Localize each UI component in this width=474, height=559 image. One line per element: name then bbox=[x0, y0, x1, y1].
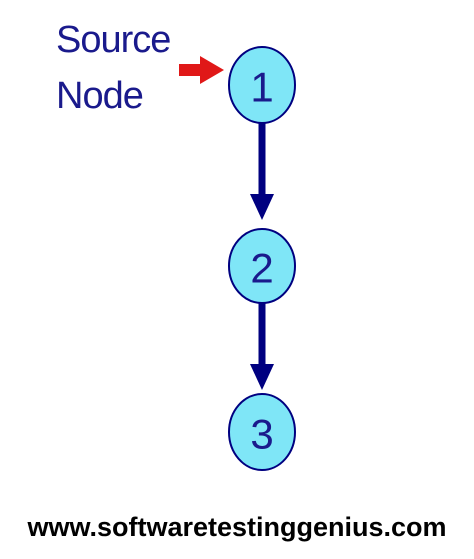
node-2-circle bbox=[228, 228, 296, 304]
source-pointer-arrow-shaft bbox=[179, 64, 203, 76]
edge-1-to-2 bbox=[250, 122, 274, 220]
edge-2-to-3 bbox=[250, 302, 274, 390]
source-label-line2: Node bbox=[56, 75, 143, 117]
node-2: 2 bbox=[228, 228, 296, 304]
footer-url: www.softwaretestinggenius.com bbox=[26, 512, 446, 542]
source-pointer-arrow bbox=[179, 56, 224, 84]
source-pointer-arrow-head bbox=[200, 56, 224, 84]
node-1: 1 bbox=[228, 46, 296, 124]
node-3-circle bbox=[228, 393, 296, 471]
edge-1-to-2-arrowhead bbox=[250, 194, 274, 220]
node-2-label: 2 bbox=[250, 245, 273, 292]
node-3: 3 bbox=[228, 393, 296, 471]
source-label-line1: Source bbox=[56, 19, 170, 61]
node-1-circle bbox=[228, 46, 296, 124]
node-1-label: 1 bbox=[250, 64, 273, 111]
edge-2-to-3-arrowhead bbox=[250, 364, 274, 390]
node-3-label: 3 bbox=[250, 411, 273, 458]
